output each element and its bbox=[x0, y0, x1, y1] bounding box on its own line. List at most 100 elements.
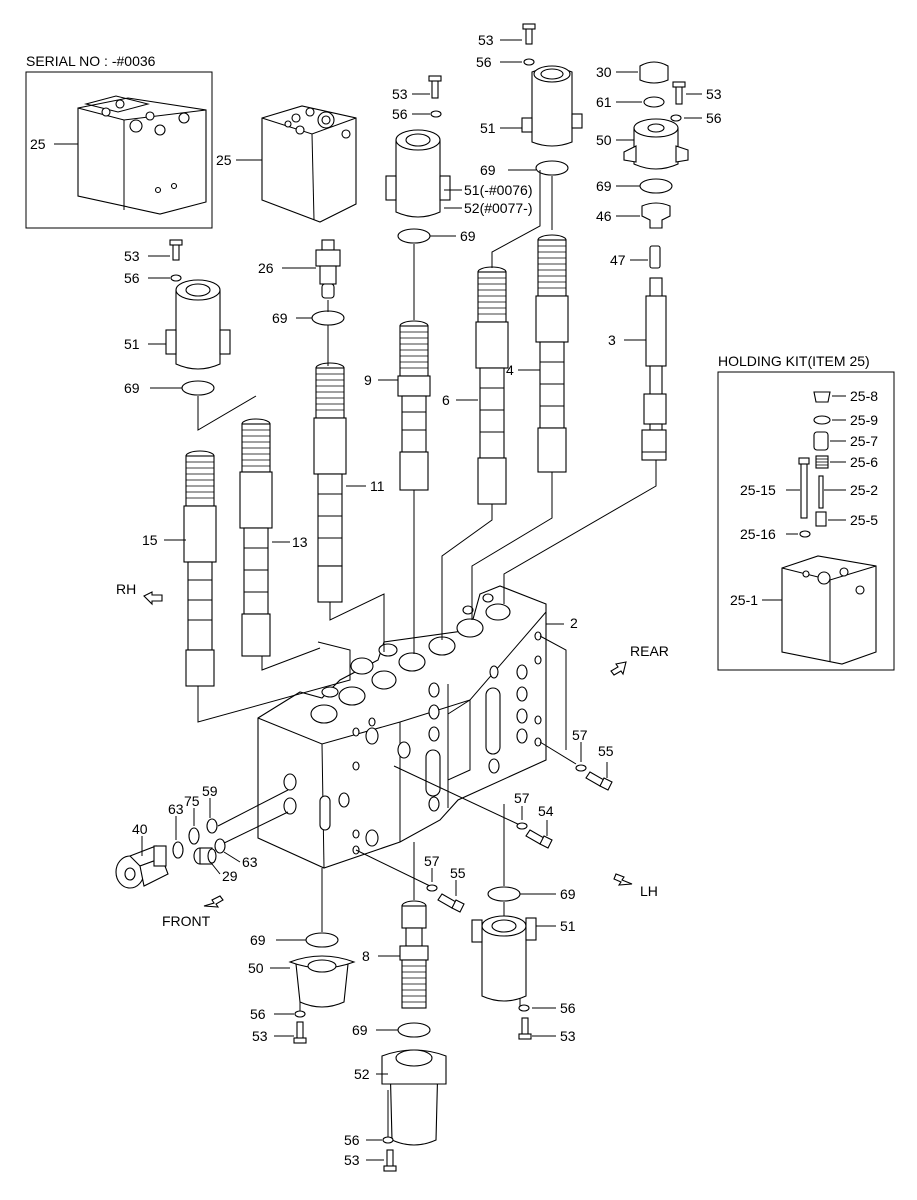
callout-51-c: 51 bbox=[560, 918, 576, 934]
callout-2: 2 bbox=[570, 615, 578, 631]
callout-61: 61 bbox=[596, 94, 612, 110]
kit-label-25-1: 25-1 bbox=[730, 592, 758, 608]
bolt-set-57-55-b: 57 55 bbox=[424, 853, 466, 913]
callout-47: 47 bbox=[610, 252, 626, 268]
oring-69 bbox=[535, 160, 569, 176]
callout-50-a: 50 bbox=[596, 132, 612, 148]
callout-69-e: 69 bbox=[124, 380, 140, 396]
callout-51-a: 51 bbox=[480, 120, 496, 136]
callout-69-d: 69 bbox=[272, 310, 288, 326]
kit-label-25-6: 25-6 bbox=[850, 454, 878, 470]
top-right-cap-assembly: 30 61 53 56 50 69 46 47 bbox=[596, 61, 722, 461]
callout-40: 40 bbox=[132, 821, 148, 837]
washer-56-f bbox=[294, 1010, 306, 1018]
callout-13: 13 bbox=[292, 534, 308, 550]
callout-57-b: 57 bbox=[514, 790, 530, 806]
cap-30 bbox=[639, 61, 669, 84]
poppet-25-7 bbox=[813, 431, 829, 451]
kit-label-25-9: 25-9 bbox=[850, 412, 878, 428]
plug-40 bbox=[115, 845, 169, 889]
cover-52 bbox=[381, 1049, 447, 1146]
callout-56-d: 56 bbox=[124, 270, 140, 286]
washer-56-d bbox=[170, 274, 182, 282]
spool-6 bbox=[475, 266, 509, 505]
arrow-lh-icon bbox=[613, 873, 633, 886]
valve-26 bbox=[315, 239, 341, 299]
callout-69-h: 69 bbox=[352, 1022, 368, 1038]
callout-69-f: 69 bbox=[560, 886, 576, 902]
bolt-set-57-54: 57 54 bbox=[514, 790, 554, 849]
callout-57-c: 57 bbox=[424, 853, 440, 869]
callout-55-b: 55 bbox=[450, 865, 466, 881]
callout-53-d: 53 bbox=[124, 248, 140, 264]
callout-56-c: 56 bbox=[392, 106, 408, 122]
cover-51-52 bbox=[385, 129, 451, 218]
washer-56-b bbox=[670, 114, 682, 122]
callout-75: 75 bbox=[184, 793, 200, 809]
callout-53-a: 53 bbox=[478, 32, 494, 48]
bolt-53-b bbox=[675, 85, 683, 105]
kit-label-25-8: 25-8 bbox=[850, 388, 878, 404]
callout-46: 46 bbox=[596, 208, 612, 224]
callout-56-b: 56 bbox=[706, 110, 722, 126]
bottom-center-assembly: 8 69 52 56 53 bbox=[344, 900, 447, 1172]
direction-rear: REAR bbox=[610, 643, 669, 676]
oring-61 bbox=[643, 96, 665, 108]
ring-75 bbox=[188, 827, 200, 845]
callout-56-e: 56 bbox=[560, 1000, 576, 1016]
direction-front-label: FRONT bbox=[162, 913, 211, 929]
top-center-cap-assembly: 53 56 51 69 bbox=[476, 23, 583, 178]
holding-kit-title: HOLDING KIT(ITEM 25) bbox=[718, 353, 870, 369]
callout-53-g: 53 bbox=[344, 1152, 360, 1168]
direction-lh: LH bbox=[613, 873, 658, 899]
kit-label-25-5: 25-5 bbox=[850, 512, 878, 528]
callout-15: 15 bbox=[142, 532, 158, 548]
callout-30: 30 bbox=[596, 64, 612, 80]
direction-rh: RH bbox=[116, 581, 163, 606]
inset-valve-block bbox=[77, 95, 207, 215]
bolt-25-15 bbox=[800, 461, 808, 519]
front-port-parts: 40 63 75 59 29 63 bbox=[115, 783, 258, 889]
oring-69-b bbox=[639, 178, 673, 194]
kit-body-25-1 bbox=[781, 555, 877, 665]
arrow-rh-icon bbox=[143, 591, 163, 606]
callout-56-f: 56 bbox=[250, 1006, 266, 1022]
callout-29: 29 bbox=[222, 868, 238, 884]
callout-51-b: 51 bbox=[124, 336, 140, 352]
direction-front: FRONT bbox=[162, 895, 224, 929]
spool-3 bbox=[641, 277, 667, 461]
callout-69-g: 69 bbox=[250, 932, 266, 948]
callout-57-a: 57 bbox=[572, 727, 588, 743]
left-cap-assembly: 53 56 51 69 bbox=[124, 239, 231, 396]
washer-56-c bbox=[430, 110, 442, 118]
washer-56-e bbox=[518, 1004, 530, 1012]
cover-51 bbox=[521, 65, 583, 147]
arrow-front-icon bbox=[203, 895, 224, 908]
washer-57-b bbox=[516, 822, 528, 830]
callout-6: 6 bbox=[442, 392, 450, 408]
bolt-53 bbox=[525, 27, 533, 45]
pin-25-2 bbox=[818, 475, 824, 509]
callout-11: 11 bbox=[370, 478, 385, 494]
arrow-rear-icon bbox=[610, 661, 627, 676]
plug-46 bbox=[641, 202, 671, 229]
washer-57-a bbox=[575, 764, 587, 772]
callout-3: 3 bbox=[608, 332, 616, 348]
bolt-53-f bbox=[296, 1021, 304, 1041]
oring-63-a bbox=[172, 841, 184, 859]
callout-9: 9 bbox=[364, 372, 372, 388]
main-valve-body bbox=[257, 585, 547, 869]
oring-69-h bbox=[397, 1022, 431, 1038]
bolt-53-c bbox=[431, 79, 439, 99]
callout-69-b: 69 bbox=[596, 178, 612, 194]
cover-51-b bbox=[165, 279, 231, 370]
kit-label-25-15: 25-15 bbox=[740, 482, 776, 498]
washer-56 bbox=[523, 58, 535, 66]
kit-label-25-2: 25-2 bbox=[850, 482, 878, 498]
bolt-set-57-55-a: 57 55 bbox=[572, 727, 614, 791]
callout-53-e: 53 bbox=[560, 1028, 576, 1044]
callout-69-c: 69 bbox=[460, 228, 476, 244]
plug-29 bbox=[193, 847, 217, 865]
callout-53-b: 53 bbox=[706, 86, 722, 102]
